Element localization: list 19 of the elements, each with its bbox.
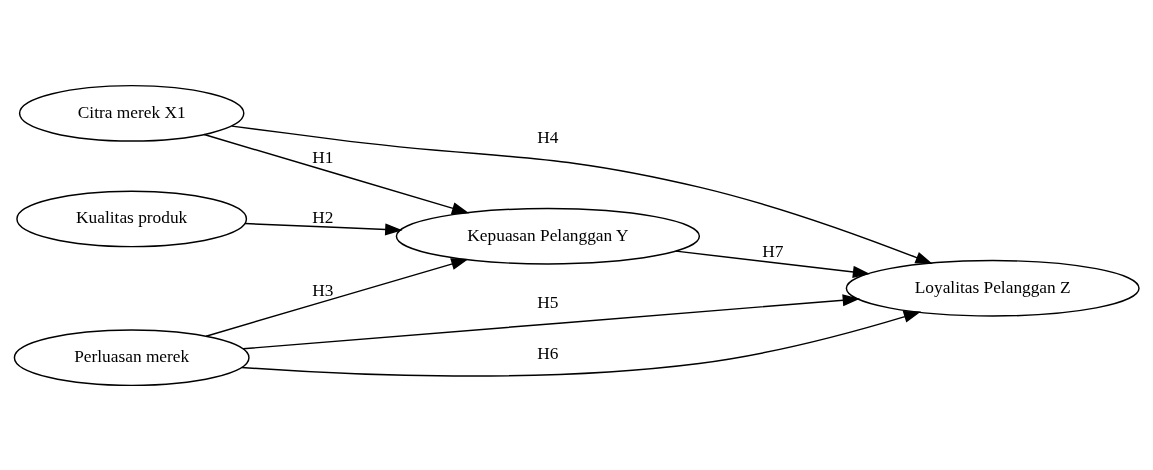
- arrow: [244, 222, 403, 235]
- arrow: [240, 310, 922, 377]
- arrow: [231, 124, 933, 264]
- node-ellipse: Kepuasan Pelanggan Y: [395, 207, 701, 265]
- arrow: [675, 249, 871, 278]
- node-ellipse: Kualitas produk: [16, 189, 248, 247]
- node-ellipse: Citra merek X1: [18, 84, 245, 142]
- arrow: [203, 133, 470, 214]
- node-ellipse: Loyalitas Pelanggan Z: [845, 259, 1140, 317]
- edge-label: H5: [537, 292, 559, 312]
- arrow: [242, 293, 861, 349]
- edge-label: H6: [537, 343, 559, 362]
- edge-label: H7: [762, 241, 784, 261]
- edge-label: H2: [312, 207, 334, 227]
- arrow: [205, 257, 469, 337]
- edge-label: H3: [312, 280, 334, 300]
- node-ellipse: Perluasan merek: [13, 328, 250, 386]
- edge-label: H1: [312, 147, 334, 167]
- edge-label: H4: [537, 127, 559, 147]
